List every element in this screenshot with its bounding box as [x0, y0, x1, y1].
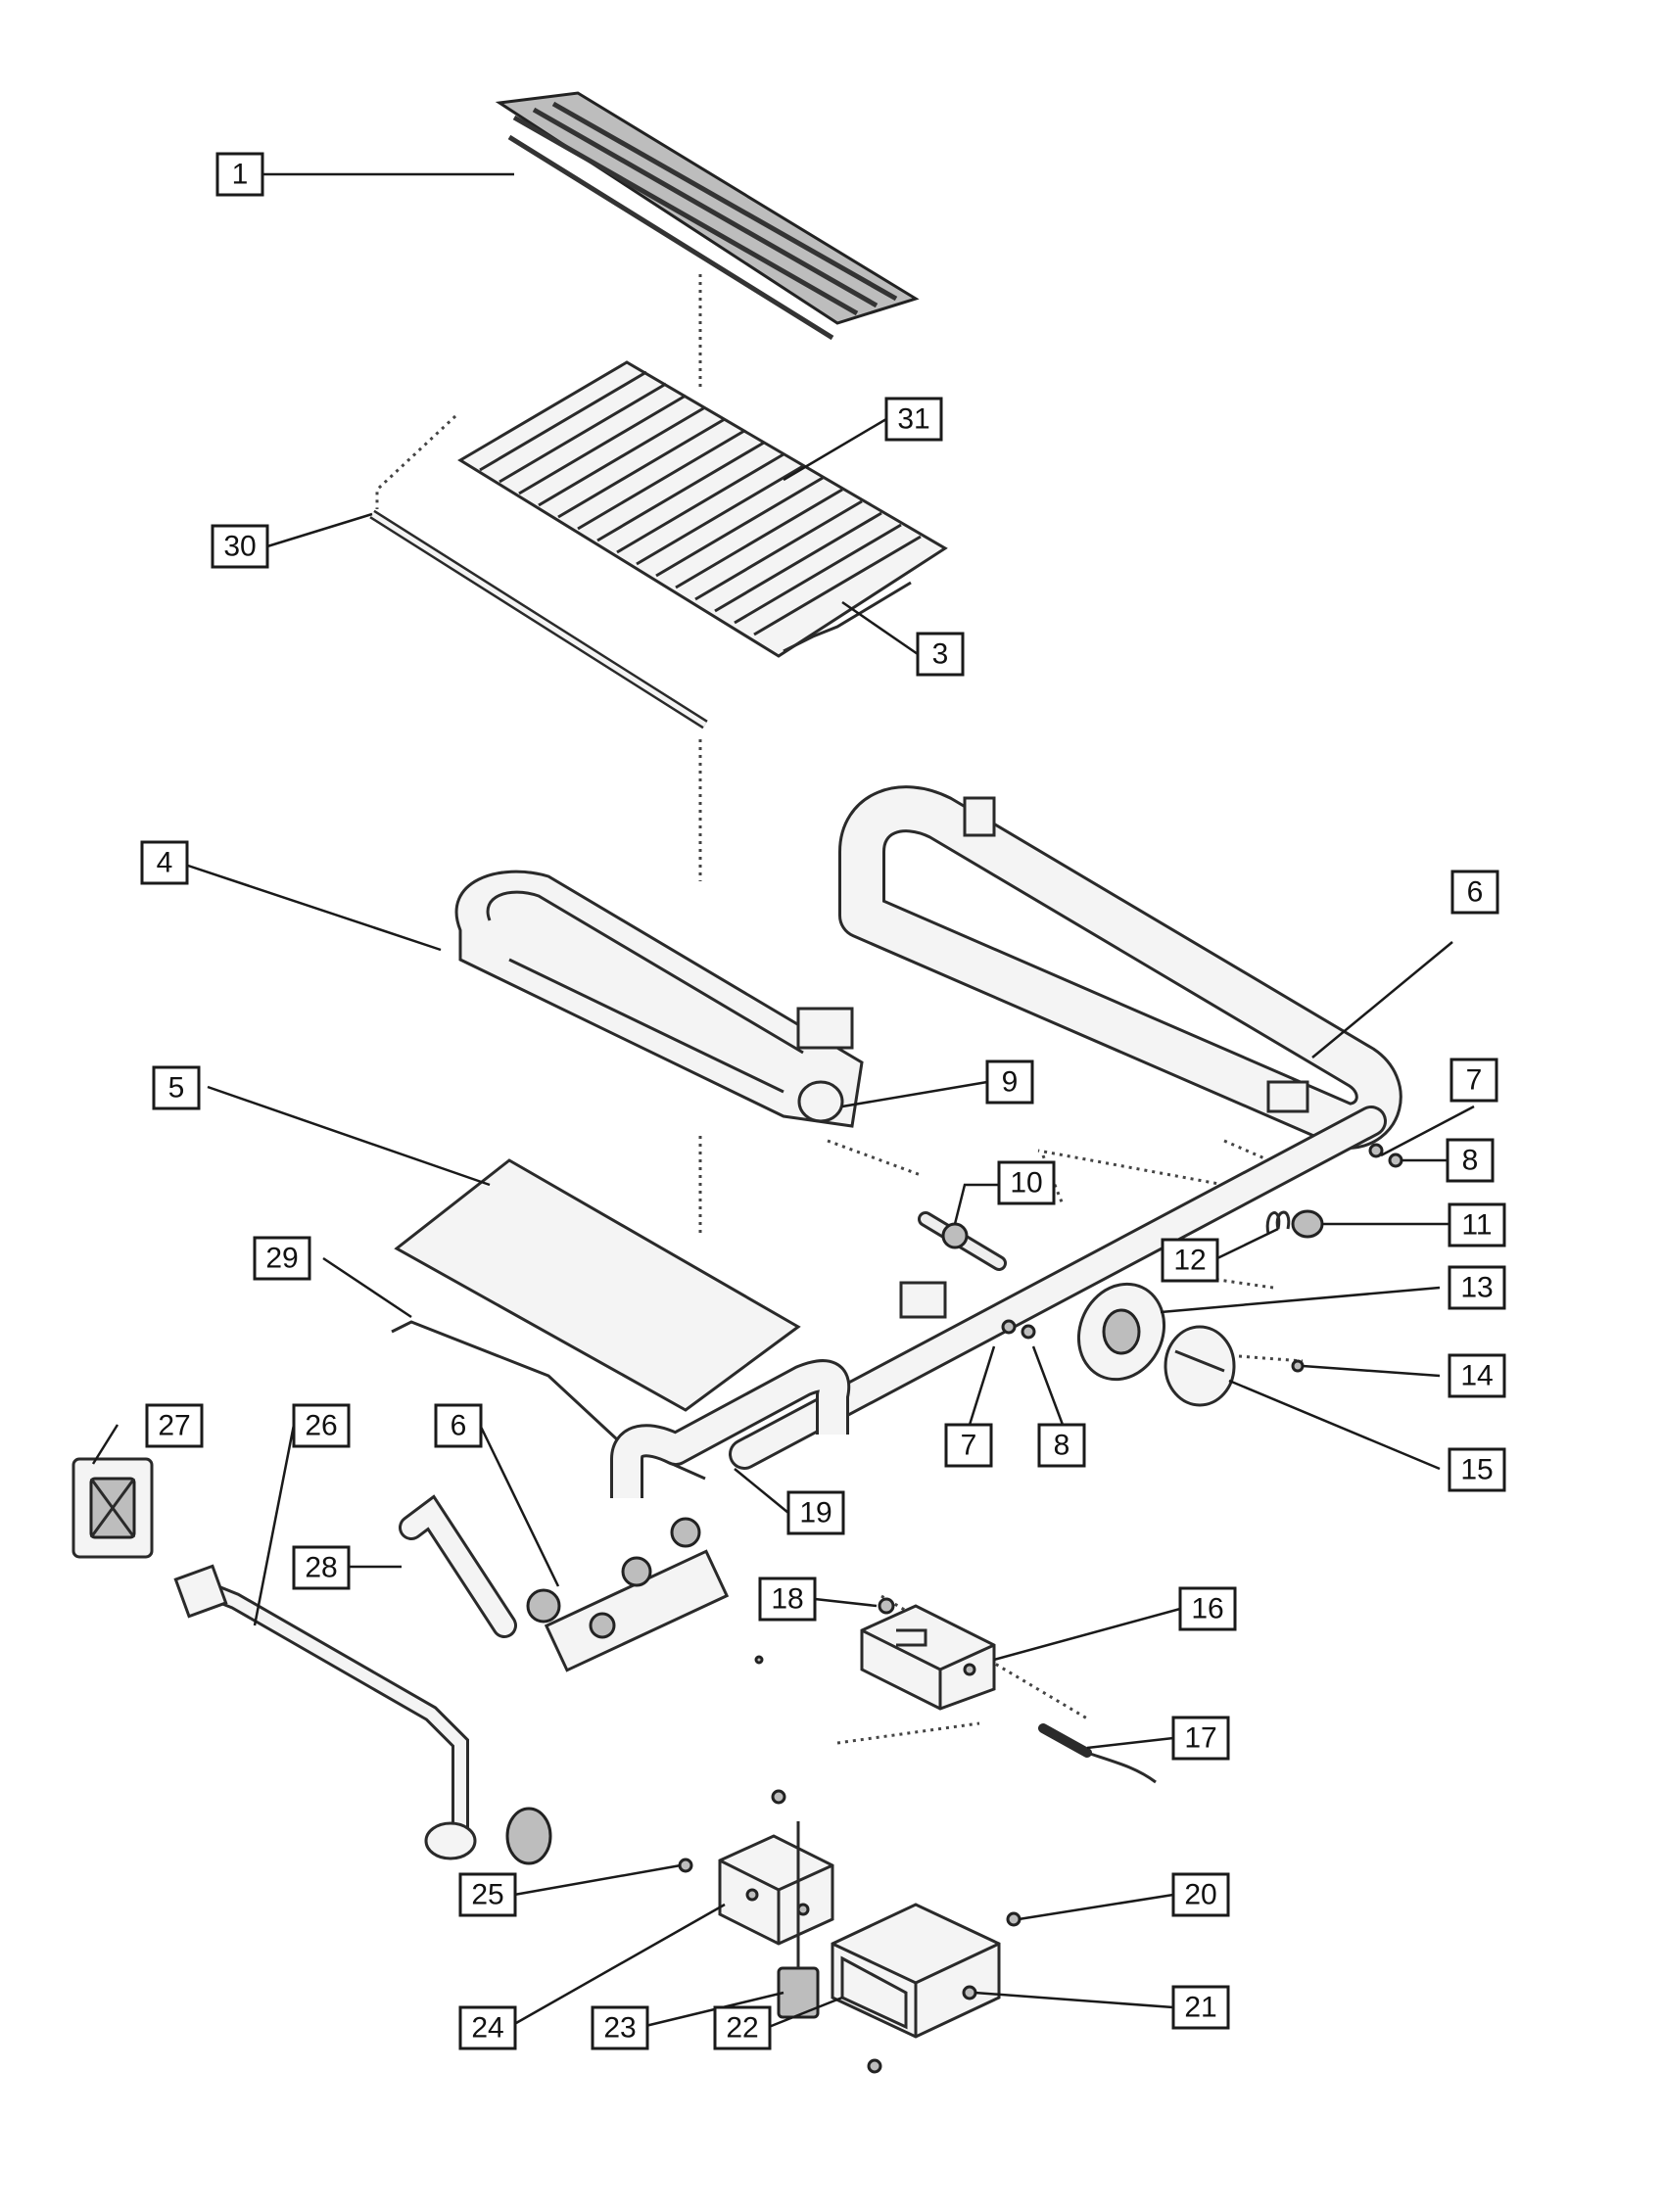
part-23-battery [777, 1821, 820, 2019]
callout-label: 16 [1191, 1593, 1223, 1625]
part-31-grate-frame [457, 360, 948, 658]
part-1-cooking-grate [495, 91, 920, 341]
part-26-regulator-hose [173, 1564, 552, 1865]
callout-10: 10 [997, 1160, 1056, 1205]
callout-label: 6 [451, 1410, 467, 1442]
callout-7-lower: 7 [944, 1423, 993, 1468]
callout-label: 25 [471, 1879, 503, 1911]
callout-label: 31 [897, 403, 929, 436]
callout-21: 21 [1171, 1985, 1230, 2030]
callout-22: 22 [713, 2005, 772, 2050]
callout-label: 26 [305, 1410, 337, 1442]
callout-label: 27 [158, 1410, 190, 1442]
part-17-wire-lead [1038, 1723, 1157, 1784]
part-16-bracket [860, 1604, 996, 1711]
callout-label: 11 [1461, 1209, 1492, 1242]
callout-8-upper: 8 [1446, 1138, 1495, 1183]
part-15-control-knob [1164, 1325, 1236, 1407]
callout-17: 17 [1171, 1716, 1230, 1761]
callout-label: 6 [1467, 876, 1484, 909]
callout-30: 30 [211, 524, 269, 569]
callout-label: 28 [305, 1552, 337, 1584]
callout-label: 19 [799, 1497, 832, 1530]
callout-label: 7 [1466, 1064, 1483, 1097]
leader-lines [91, 172, 1475, 2029]
callout-13: 13 [1448, 1265, 1506, 1310]
callout-19: 19 [786, 1490, 845, 1535]
callout-16: 16 [1178, 1586, 1237, 1631]
part-30-support-rod [369, 509, 708, 729]
callout-label: 22 [726, 2012, 758, 2045]
callout-label: 10 [1010, 1167, 1042, 1200]
callout-24: 24 [458, 2005, 517, 2050]
callout-31: 31 [884, 397, 943, 442]
part-11-orifice [1291, 1209, 1324, 1239]
callout-label: 12 [1173, 1245, 1206, 1277]
callout-label: 8 [1054, 1430, 1070, 1462]
part-13-bezel [1076, 1282, 1166, 1382]
callout-3: 3 [916, 632, 965, 677]
part-19-tube [610, 1359, 851, 1498]
callout-12: 12 [1161, 1238, 1219, 1283]
callout-6-lower: 6 [434, 1403, 483, 1448]
callout-18: 18 [758, 1577, 817, 1622]
part-10-valve [918, 1211, 1007, 1271]
callout-20: 20 [1171, 1872, 1230, 1917]
part-24-igniter-module [718, 1834, 834, 1946]
callout-29: 29 [253, 1236, 311, 1281]
part-27-fitting [71, 1457, 154, 1559]
callout-4: 4 [140, 840, 189, 885]
callout-label: 4 [157, 847, 173, 879]
callout-15: 15 [1448, 1447, 1506, 1492]
callout-8-lower: 8 [1037, 1423, 1086, 1468]
part-6-gas-manifold-upper [838, 785, 1402, 1150]
callout-25: 25 [458, 1872, 517, 1917]
fastener-screws [678, 1655, 1022, 2074]
callout-27: 27 [145, 1403, 204, 1448]
callout-7-upper: 7 [1449, 1058, 1498, 1103]
callout-26: 26 [292, 1403, 351, 1448]
callout-label: 21 [1184, 1992, 1216, 2024]
callout-28: 28 [292, 1545, 351, 1590]
callout-6-upper: 6 [1450, 870, 1499, 915]
callout-label: 13 [1460, 1272, 1493, 1304]
callout-9: 9 [985, 1059, 1034, 1105]
part-18-screw [878, 1597, 895, 1615]
callout-label: 8 [1462, 1145, 1479, 1177]
callout-label: 7 [961, 1430, 977, 1462]
part-28-hose [399, 1494, 517, 1638]
callout-label: 5 [168, 1072, 185, 1105]
callout-label: 20 [1184, 1879, 1216, 1911]
callout-label: 23 [603, 2012, 636, 2045]
part-22-battery-box [831, 1903, 1001, 2039]
part-6-valve-manifold-lower [526, 1517, 730, 1672]
callout-label: 9 [1002, 1066, 1019, 1099]
callout-1: 1 [215, 152, 264, 197]
callout-label: 18 [771, 1583, 803, 1616]
part-12-spring [1265, 1210, 1291, 1235]
callout-label: 30 [223, 531, 256, 563]
callout-label: 14 [1460, 1360, 1493, 1392]
part-5-heat-plate [394, 1158, 801, 1412]
callout-label: 1 [232, 159, 249, 191]
callout-label: 3 [932, 638, 949, 671]
callout-11: 11 [1448, 1202, 1506, 1247]
callout-label: 17 [1184, 1722, 1216, 1755]
callout-label: 15 [1460, 1454, 1493, 1486]
callout-label: 24 [471, 2012, 503, 2045]
callout-23: 23 [591, 2005, 649, 2050]
callout-5: 5 [152, 1065, 201, 1110]
callout-14: 14 [1448, 1353, 1506, 1398]
callout-label: 29 [265, 1243, 298, 1275]
part-4-burner [454, 870, 864, 1128]
